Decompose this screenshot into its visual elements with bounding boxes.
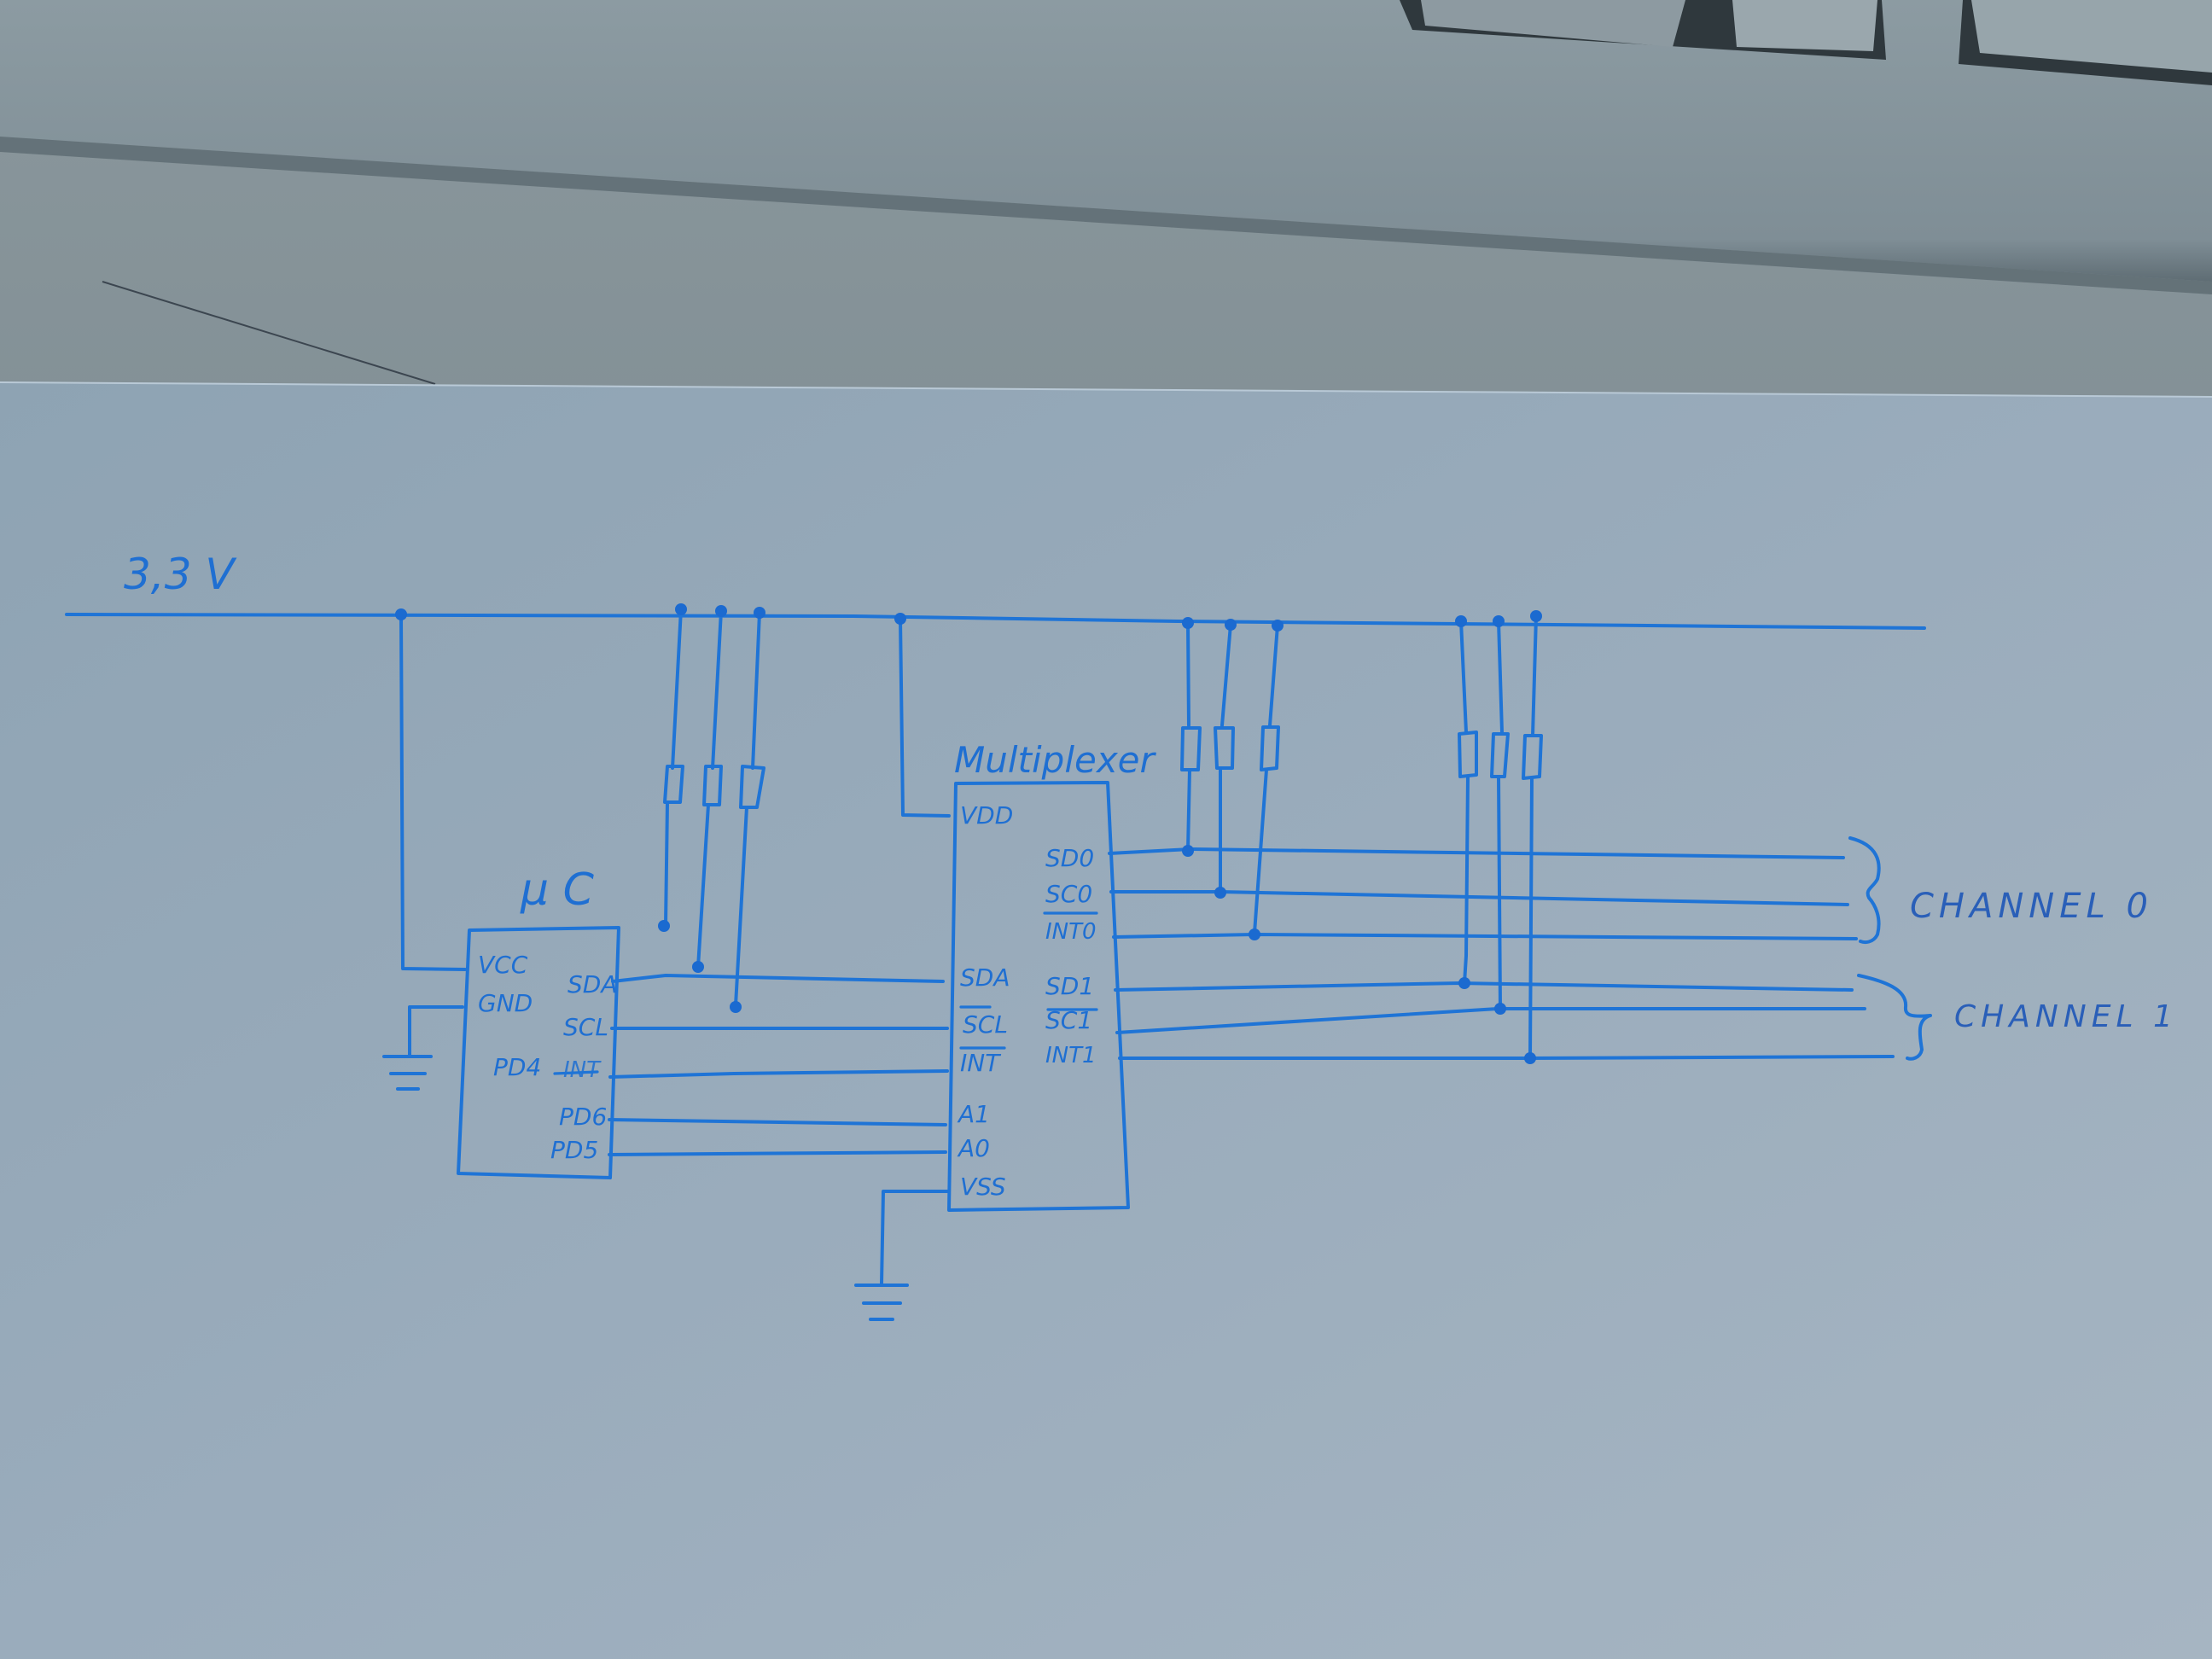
uc-pin-sda: SDA bbox=[568, 970, 618, 998]
microcontroller: µ C VCC GND PD4 SDA SCL INT PD6 PD5 bbox=[457, 864, 620, 1179]
bus-wires-uc-to-mux bbox=[608, 974, 949, 1156]
supply-label: 3,3 V bbox=[124, 550, 237, 599]
paper-sheet bbox=[0, 382, 2212, 1659]
mux-pin-vss: VSS bbox=[960, 1173, 1006, 1201]
channel-1-group: CHANNEL 1 bbox=[1857, 974, 2178, 1061]
ground-symbol-uc bbox=[382, 1005, 464, 1091]
wire-mux-vdd bbox=[899, 617, 951, 818]
uc-pin-pd6: PD6 bbox=[559, 1103, 607, 1131]
keyboard bbox=[0, 0, 2212, 294]
channel-0-group: CHANNEL 0 bbox=[1848, 836, 2153, 944]
mux-pin-a0: A0 bbox=[957, 1134, 990, 1162]
multiplexer-title: Multiplexer bbox=[954, 739, 1157, 781]
wire-uc-vcc bbox=[399, 613, 467, 971]
mux-pin-int: INT bbox=[960, 1049, 1001, 1077]
desk-mark bbox=[102, 281, 436, 385]
multiplexer: Multiplexer VDD SDA SCL INT A1 A0 VSS SD… bbox=[947, 739, 1157, 1212]
uc-pin-gnd: GND bbox=[478, 989, 533, 1017]
supply-rail: 3,3 V bbox=[65, 550, 1926, 630]
mux-pin-sc0: SC0 bbox=[1045, 880, 1092, 908]
pullup-resistors-controller bbox=[658, 603, 765, 1013]
pullup-resistors-channel-1 bbox=[1455, 610, 1543, 1064]
mux-pin-sd1: SD1 bbox=[1045, 972, 1094, 1000]
uc-pin-pd5: PD5 bbox=[550, 1136, 598, 1164]
mux-pin-int1: INT1 bbox=[1045, 1043, 1097, 1068]
pullup-resistors-channel-0 bbox=[1180, 617, 1284, 940]
uc-pin-vcc: VCC bbox=[478, 951, 528, 979]
microcontroller-title: µ C bbox=[520, 864, 595, 916]
uc-pin-int-struck: INT bbox=[563, 1057, 602, 1083]
mux-pin-int0: INT0 bbox=[1045, 919, 1097, 945]
uc-pin-pd4: PD4 bbox=[493, 1053, 541, 1081]
mux-pin-scl: SCL bbox=[963, 1010, 1008, 1039]
mux-pin-sd0: SD0 bbox=[1045, 844, 1094, 872]
ground-symbol-mux bbox=[854, 1190, 949, 1321]
mux-pin-vdd: VDD bbox=[960, 801, 1013, 830]
brace-channel-0 bbox=[1848, 836, 1881, 944]
brace-channel-1 bbox=[1857, 974, 1932, 1061]
mux-pin-sda: SDA bbox=[960, 963, 1010, 992]
mux-pin-a1: A1 bbox=[957, 1100, 990, 1128]
channel-0-label: CHANNEL 0 bbox=[1910, 887, 2153, 926]
channel-1-label: CHANNEL 1 bbox=[1954, 999, 2178, 1034]
uc-pin-scl: SCL bbox=[563, 1013, 608, 1041]
